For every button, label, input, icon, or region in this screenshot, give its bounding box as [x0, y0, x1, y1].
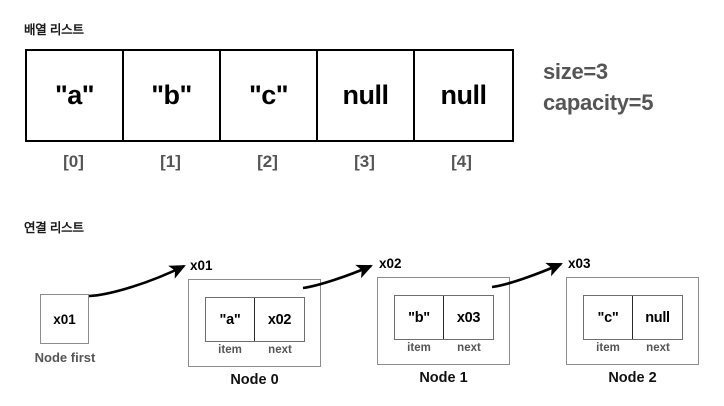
node-next-cell-2: null [645, 309, 670, 326]
array-index-4: [4] [451, 152, 472, 171]
array-cell-1: "b" [124, 51, 221, 140]
array-cell-0: "a" [27, 51, 124, 140]
node-address-label-0: x01 [190, 258, 213, 273]
node-item-cell-1: "b" [395, 296, 445, 339]
array-cell-2: "c" [221, 51, 318, 140]
linked-list-section-title: 연결 리스트 [24, 221, 84, 235]
array-metadata: size=3 capacity=5 [543, 56, 653, 118]
array-index-0: [0] [63, 152, 84, 171]
array-index-labels: [0] [1] [2] [3] [4] [25, 152, 510, 172]
node-fields-1: "b" x03 [394, 295, 494, 340]
node-address-label-2: x03 [568, 256, 591, 271]
node-field-labels-0: item next [205, 344, 305, 356]
node-item-label-0: item [218, 344, 242, 356]
head-pointer-caption: Node first [34, 350, 96, 365]
array-size-label: size=3 [543, 59, 608, 84]
node-item-label-1: item [407, 342, 431, 354]
node-next-label-1: next [457, 342, 481, 354]
node-field-labels-2: item next [583, 342, 683, 354]
node-item-cell-0: "a" [206, 298, 256, 341]
arrow-head-to-node0 [88, 264, 186, 298]
array-index-1: [1] [160, 152, 181, 171]
node-item-cell-2: "c" [584, 296, 634, 339]
node-next-label-2: next [646, 342, 670, 354]
array-index-3: [3] [354, 152, 375, 171]
array-cell-3: null [318, 51, 415, 140]
node-fields-0: "a" x02 [205, 297, 305, 342]
head-pointer-box: x01 [40, 294, 89, 344]
node-next-cell-1: x03 [456, 309, 481, 326]
array-list-cells: "a" "b" "c" null null [25, 49, 514, 142]
node-field-labels-1: item next [394, 342, 494, 354]
array-capacity-label: capacity=5 [543, 90, 654, 116]
node-box-1: "b" x03 item next [377, 277, 510, 365]
array-cell-4: null [440, 80, 488, 110]
node-item-label-2: item [596, 342, 620, 354]
node-box-2: "c" null item next [566, 277, 699, 365]
array-index-2: [2] [257, 152, 278, 171]
node-box-0: "a" x02 item next [188, 279, 321, 367]
node-next-label-0: next [268, 344, 292, 356]
node-fields-2: "c" null [583, 295, 683, 340]
node-next-cell-0: x02 [267, 311, 292, 328]
node-address-label-1: x02 [379, 256, 402, 271]
node-caption-1: Node 1 [419, 370, 468, 386]
node-caption-2: Node 2 [608, 370, 657, 386]
node-caption-0: Node 0 [230, 372, 279, 388]
array-list-section-title: 배열 리스트 [24, 23, 84, 37]
